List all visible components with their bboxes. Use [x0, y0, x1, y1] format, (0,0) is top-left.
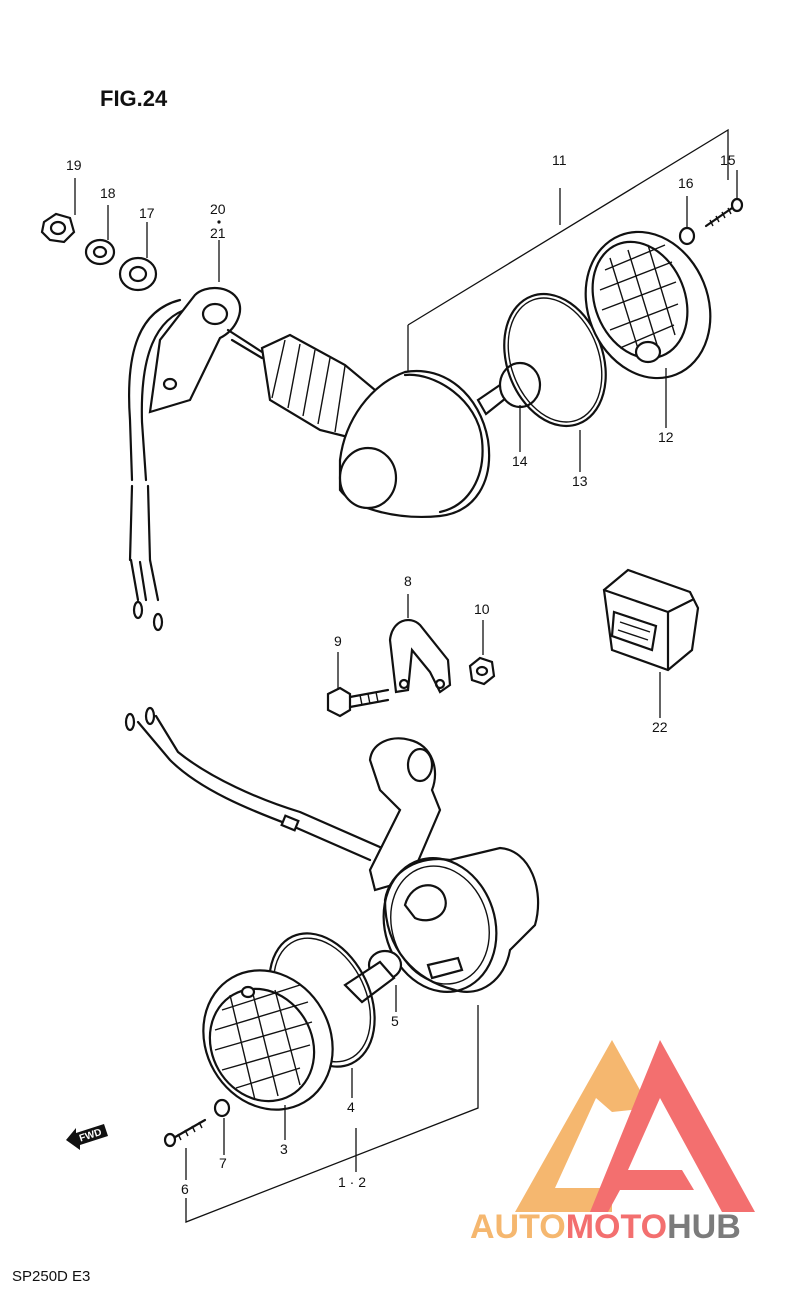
part-19-nut: [40, 212, 76, 244]
part-18-lock-washer: [84, 238, 116, 266]
lower-turn-signal-assembly: [124, 706, 540, 1148]
part-22-relay: [602, 568, 700, 672]
part-17-washer: [118, 256, 158, 292]
callout-19: 19: [66, 157, 82, 173]
upper-turn-signal-assembly: [128, 197, 744, 632]
watermark-text: AUTOMOTOHUB: [470, 1208, 741, 1246]
callout-separator-dot: [217, 220, 221, 224]
callouts: 19 18 17 20 21 11 16 15 12 14 13 8 9 10 …: [66, 152, 736, 1197]
watermark-logo: AUTOMOTOHUB: [470, 1040, 755, 1246]
part-10-nut: [468, 656, 496, 686]
callout-9: 9: [334, 633, 342, 649]
callout-10: 10: [474, 601, 490, 617]
part-8-clamp: [388, 618, 452, 694]
callout-13: 13: [572, 473, 588, 489]
callout-6: 6: [181, 1181, 189, 1197]
callout-4: 4: [347, 1099, 355, 1115]
callout-21: 21: [210, 225, 226, 241]
callout-20: 20: [210, 201, 226, 217]
callout-14: 14: [512, 453, 528, 469]
callout-3: 3: [280, 1141, 288, 1157]
part-9-bolt: [326, 686, 390, 718]
callout-15: 15: [720, 152, 736, 168]
callout-5: 5: [391, 1013, 399, 1029]
watermark-emblem-accent: [590, 1040, 755, 1212]
watermark-emblem-light: [515, 1040, 650, 1212]
callout-12: 12: [658, 429, 674, 445]
model-code: SP250D E3: [12, 1268, 90, 1285]
callout-18: 18: [100, 185, 116, 201]
watermark-brand-hub: HUB: [667, 1208, 741, 1246]
callout-11: 11: [552, 152, 567, 168]
callout-17: 17: [139, 205, 155, 221]
callout-8: 8: [404, 573, 412, 589]
figure-title: FIG.24: [100, 86, 168, 111]
watermark-brand-auto: AUTO: [470, 1208, 566, 1246]
watermark-brand-moto: MOTO: [566, 1208, 667, 1246]
fwd-label: FWD: [78, 1127, 103, 1145]
callout-1-2: 1 · 2: [338, 1174, 366, 1190]
callout-7: 7: [219, 1155, 227, 1171]
callout-16: 16: [678, 175, 694, 191]
forward-direction-marker: FWD: [66, 1124, 108, 1150]
leader-lines: [74, 128, 738, 1223]
callout-22: 22: [652, 719, 668, 735]
